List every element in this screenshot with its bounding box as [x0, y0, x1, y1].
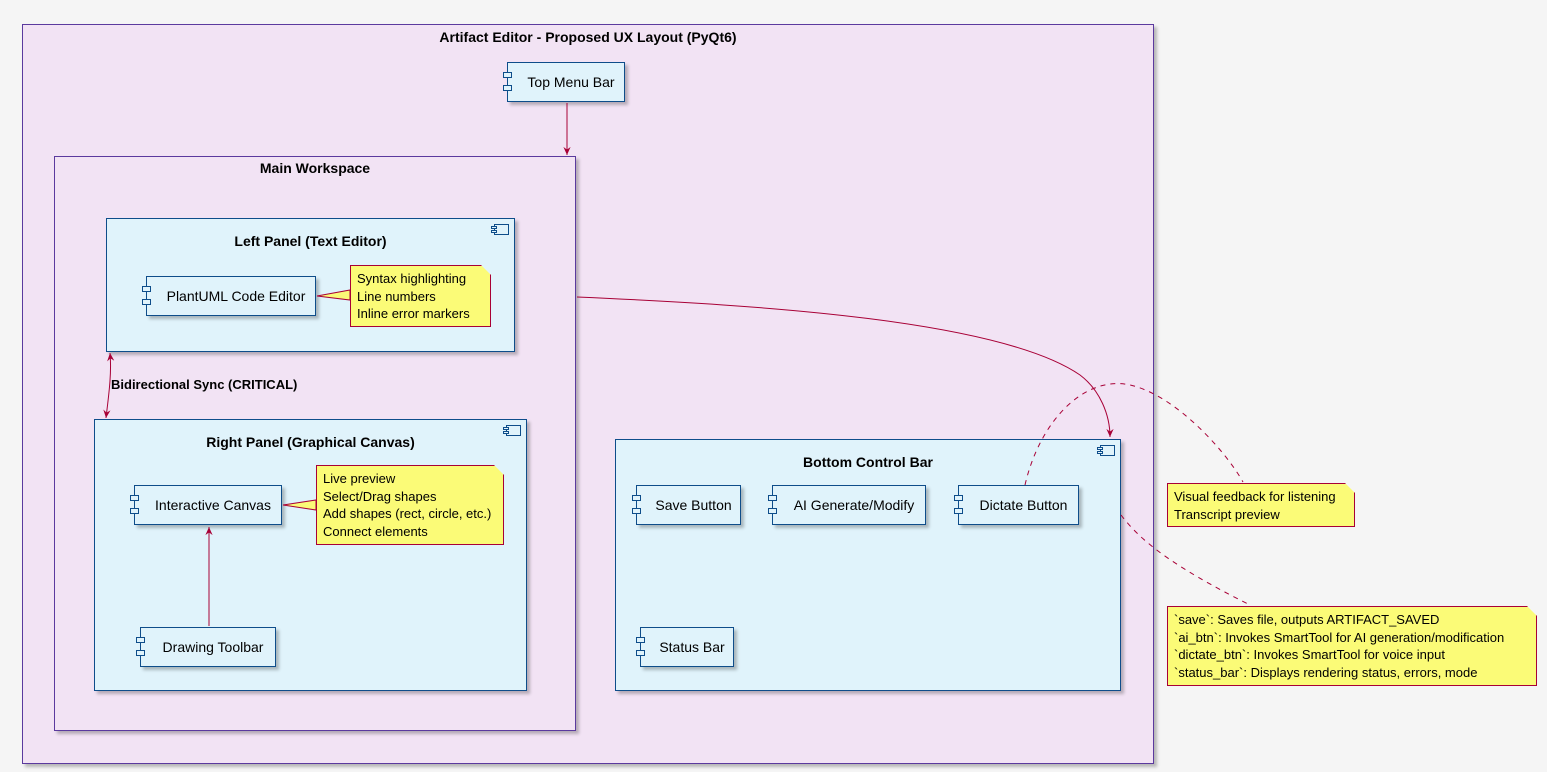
component-port-icon — [142, 286, 151, 292]
status-bar: Status Bar — [636, 627, 734, 667]
right-panel-note: Live preview Select/Drag shapes Add shap… — [316, 465, 504, 545]
sync-label: Bidirectional Sync (CRITICAL) — [111, 377, 298, 392]
component-port-icon — [768, 495, 777, 501]
note-line: Connect elements — [323, 523, 428, 539]
note-line: Add shapes (rect, circle, etc.) — [323, 506, 492, 521]
component-port-icon — [136, 637, 145, 643]
status-bar-label: Status Bar — [659, 639, 725, 655]
component-port-icon — [130, 495, 139, 501]
drawing-toolbar-label: Drawing Toolbar — [162, 639, 264, 655]
drawing-toolbar: Drawing Toolbar — [136, 627, 276, 667]
ai-generate-modify: AI Generate/Modify — [768, 485, 926, 525]
note-line: Select/Drag shapes — [323, 488, 437, 504]
note-line: `dictate_btn`: Invokes SmartTool for voi… — [1174, 647, 1445, 662]
component-port-icon — [632, 508, 641, 514]
right-panel-title: Right Panel (Graphical Canvas) — [206, 434, 415, 450]
dictate-button-label: Dictate Button — [979, 497, 1068, 513]
frame-title: Artifact Editor - Proposed UX Layout (Py… — [439, 29, 737, 45]
save-button: Save Button — [632, 485, 741, 525]
note-line: `save`: Saves file, outputs ARTIFACT_SAV… — [1174, 612, 1440, 627]
component-port-icon — [636, 637, 645, 643]
component-port-icon — [503, 72, 512, 78]
component-icon — [1097, 445, 1115, 456]
component-port-icon — [768, 508, 777, 514]
main-workspace-title: Main Workspace — [259, 160, 371, 176]
component-port-icon — [954, 508, 963, 514]
component-icon — [503, 425, 521, 436]
bottom-control-bar-title: Bottom Control Bar — [803, 454, 933, 470]
component-port-icon — [632, 495, 641, 501]
component-icon — [491, 224, 509, 235]
plantuml-code-editor-label: PlantUML Code Editor — [166, 288, 306, 304]
component-port-icon — [142, 299, 151, 305]
note-line: Line numbers — [357, 288, 436, 304]
interactive-canvas: Interactive Canvas — [130, 485, 282, 525]
component-port-icon — [954, 495, 963, 501]
note-line: Visual feedback for listening — [1174, 489, 1336, 504]
ai-generate-modify-label: AI Generate/Modify — [793, 497, 915, 513]
note-line: Live preview — [323, 471, 396, 486]
left-panel-title: Left Panel (Text Editor) — [234, 233, 387, 249]
component-port-icon — [503, 85, 512, 91]
bottom-bar-note: `save`: Saves file, outputs ARTIFACT_SAV… — [1167, 606, 1537, 686]
top-menu-bar: Top Menu Bar — [503, 62, 625, 102]
save-button-label: Save Button — [655, 497, 732, 513]
component-port-icon — [636, 650, 645, 656]
note-line: Inline error markers — [357, 306, 470, 321]
dictate-button: Dictate Button — [954, 485, 1079, 525]
left-panel-note: Syntax highlighting Line numbers Inline … — [350, 265, 491, 327]
note-line: Syntax highlighting — [357, 271, 467, 286]
plantuml-code-editor: PlantUML Code Editor — [142, 276, 316, 316]
note-line: Transcript preview — [1174, 506, 1280, 522]
dictate-note: Visual feedback for listening Transcript… — [1167, 483, 1355, 527]
note-line: `ai_btn`: Invokes SmartTool for AI gener… — [1174, 629, 1505, 645]
note-line: `status_bar`: Displays rendering status,… — [1174, 664, 1478, 680]
component-port-icon — [130, 508, 139, 514]
interactive-canvas-label: Interactive Canvas — [155, 497, 271, 513]
top-menu-bar-label: Top Menu Bar — [527, 74, 615, 90]
component-port-icon — [136, 650, 145, 656]
